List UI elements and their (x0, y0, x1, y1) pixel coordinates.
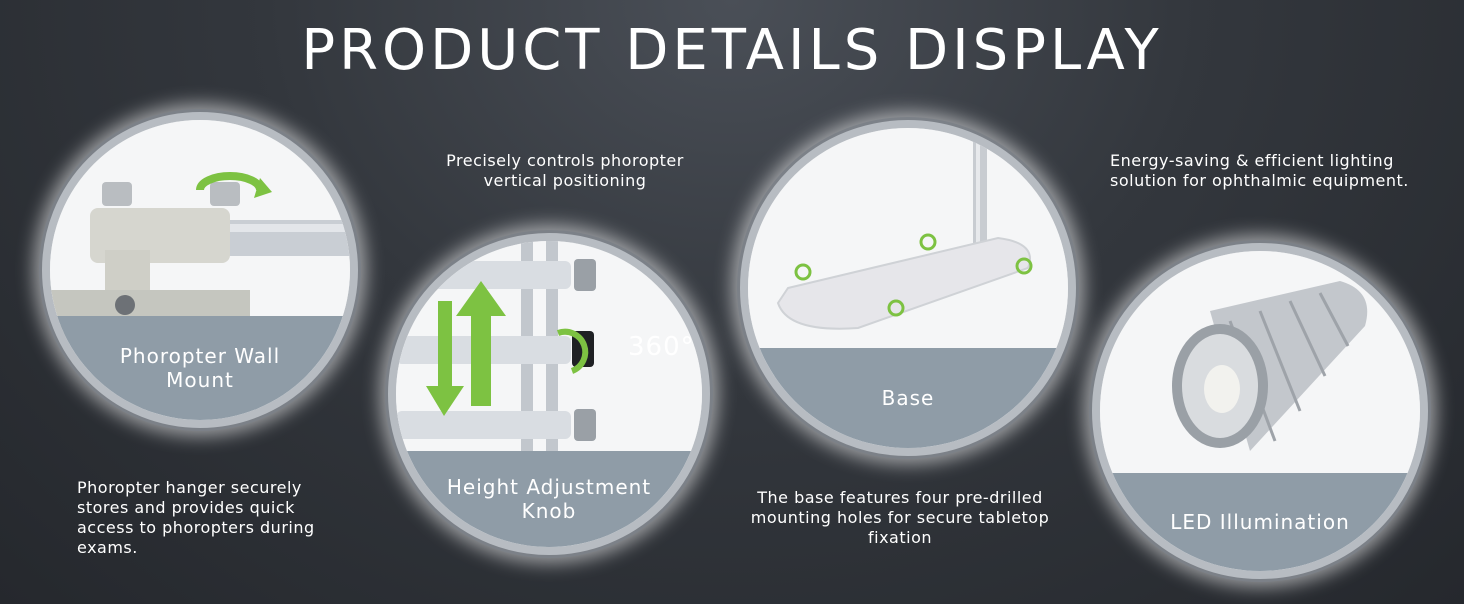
feature-label: Height Adjustment (446, 475, 652, 499)
feature-label-band: Height Adjustment Knob (396, 451, 702, 547)
feature-description: Energy-saving & efficient lighting solut… (1110, 151, 1409, 190)
rotation-label: 360° (628, 332, 695, 362)
feature-label-band: Base (748, 348, 1068, 448)
feature-circle-wall-mount: Phoropter Wall Mount (42, 112, 358, 428)
feature-label: Knob (521, 499, 577, 523)
feature-label: Phoropter Wall (119, 344, 281, 368)
page-title: PRODUCT DETAILS DISPLAY (301, 18, 1163, 83)
feature-circle-base: Base (740, 120, 1076, 456)
feature-label-band: Phoropter Wall Mount (50, 316, 350, 420)
feature-label: Mount (166, 368, 234, 392)
feature-circle-height-knob: Height Adjustment Knob (388, 233, 710, 555)
feature-label: LED Illumination (1170, 510, 1350, 534)
feature-circle-led: LED Illumination (1092, 243, 1428, 579)
feature-description: The base features four pre-drilled mount… (750, 488, 1050, 547)
feature-description: Precisely controls phoropter vertical po… (446, 151, 684, 190)
feature-label: Base (881, 386, 935, 410)
feature-description: Phoropter hanger securely stores and pro… (77, 478, 315, 557)
feature-label-band: LED Illumination (1100, 473, 1420, 571)
